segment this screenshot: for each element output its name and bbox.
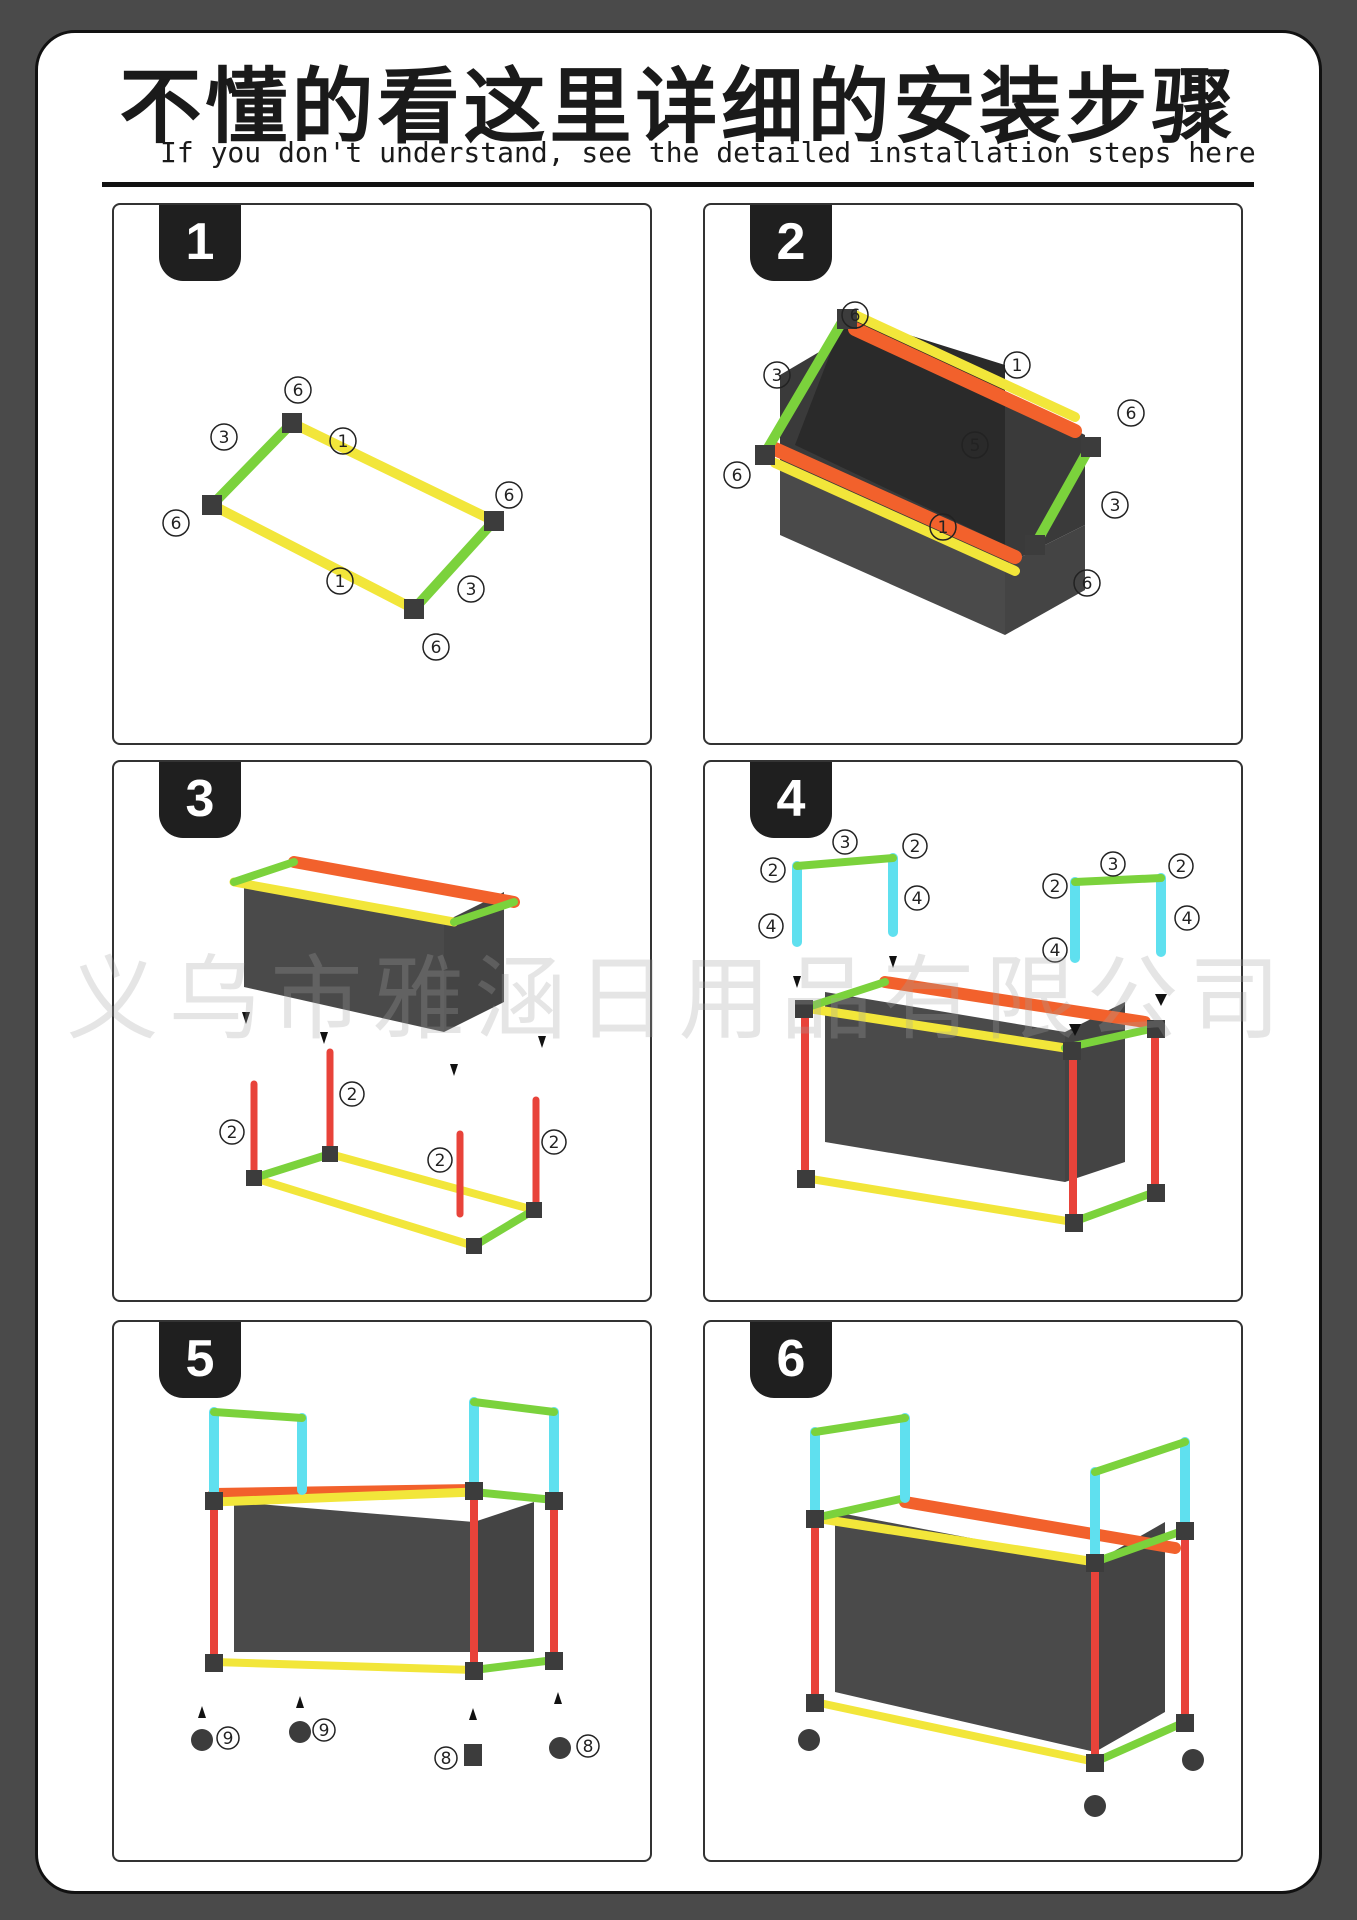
part-label: 6 [1126,404,1137,424]
part-label: 2 [910,837,921,857]
part-label: 4 [766,917,777,937]
part-label: 3 [1110,496,1121,516]
step-4-panel: 3 2 2 4 4 3 2 2 4 4 4 [703,760,1243,1302]
part-label: 3 [840,833,851,853]
part-label: 6 [732,466,743,486]
part-label: 3 [466,580,477,600]
part-label: 4 [1182,909,1193,929]
part-label: 5 [970,436,981,456]
part-label: 2 [549,1133,560,1153]
page-title: 不懂的看这里详细的安装步骤 [119,60,1238,155]
step-number-badge: 2 [750,205,832,281]
part-label: 2 [1176,857,1187,877]
part-label: 3 [772,366,783,386]
part-label: 3 [1108,855,1119,875]
part-label: 8 [441,1749,452,1769]
part-label: 1 [938,518,949,538]
part-label: 2 [1050,877,1061,897]
part-label: 2 [347,1085,358,1105]
part-label: 6 [171,514,182,534]
step-number-badge: 5 [159,1322,241,1398]
part-label: 1 [1012,356,1023,376]
part-label: 4 [1050,941,1061,961]
part-label: 2 [227,1123,238,1143]
part-label: 3 [219,428,230,448]
part-label: 6 [431,638,442,658]
step-3-illustration: 2 2 2 2 [219,856,567,1254]
title-divider [102,182,1254,187]
part-label: 9 [319,1721,330,1741]
step-number-badge: 4 [750,762,832,838]
part-label: 6 [293,381,304,401]
part-label: 1 [335,572,346,592]
part-label: 6 [1082,574,1093,594]
page-subtitle: If you don't understand, see the detaile… [160,136,1256,169]
part-label: 6 [850,306,861,326]
part-label: 2 [768,861,779,881]
step-3-panel: 2 2 2 2 3 [112,760,652,1302]
step-number-badge: 3 [159,762,241,838]
step-number-badge: 1 [159,205,241,281]
step-2-panel: 6 3 6 1 5 1 6 3 6 2 [703,203,1243,745]
part-label: 1 [338,432,349,452]
step-6-illustration [798,1413,1204,1817]
step-5-panel: 9 9 8 8 5 [112,1320,652,1862]
part-label: 9 [223,1729,234,1749]
part-label: 2 [435,1151,446,1171]
step-2-illustration: 6 3 6 1 5 1 6 3 6 [723,301,1145,635]
part-label: 4 [912,889,923,909]
part-label: 8 [583,1737,594,1757]
step-number-badge: 6 [750,1322,832,1398]
step-1-illustration: 6 3 6 6 6 1 1 3 [162,376,523,661]
step-5-illustration: 9 9 8 8 [191,1397,600,1770]
step-6-panel: 6 [703,1320,1243,1862]
step-4-illustration: 3 2 2 4 4 3 2 2 4 4 [758,829,1200,1232]
part-label: 6 [504,486,515,506]
step-1-panel: 6 3 6 6 6 1 1 3 1 [112,203,652,745]
